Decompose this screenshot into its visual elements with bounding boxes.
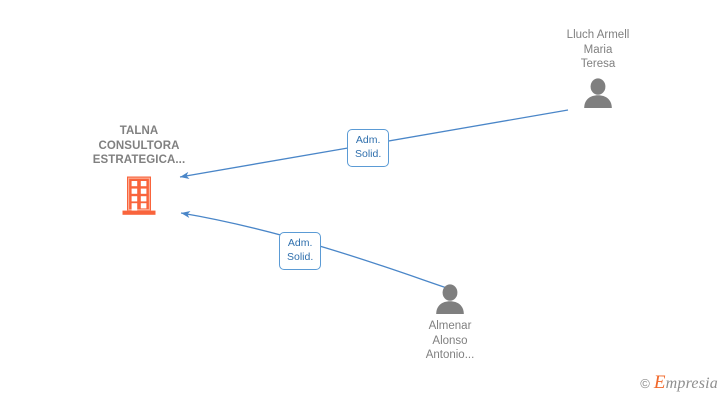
company-name-label: TALNA CONSULTORA ESTRATEGICA... [92, 125, 186, 166]
watermark: © Empresia [640, 372, 718, 394]
edge-label-top[interactable]: Adm. Solid. [347, 129, 390, 167]
person-node-bottom[interactable]: Almenar Alonso Antonio... [390, 284, 510, 363]
person-icon [436, 284, 464, 314]
building-icon [122, 176, 156, 215]
copyright-icon: © [640, 375, 650, 391]
company-icon-wrap [78, 176, 200, 216]
edge-label-bottom[interactable]: Adm. Solid. [279, 232, 322, 270]
edge-line-bottom [180, 210, 451, 290]
person-icon [584, 77, 612, 108]
brand-rest: mpresia [665, 375, 718, 392]
brand-name: Empresia [654, 372, 718, 394]
person-icon-wrap-bottom [390, 284, 510, 314]
person-node-top[interactable]: Lluch Armell Maria Teresa [538, 28, 658, 108]
person-name-label-bottom: Almenar Alonso Antonio... [425, 320, 475, 361]
person-icon-wrap-top [538, 77, 658, 108]
person-name-label-top: Lluch Armell Maria Teresa [566, 29, 630, 70]
brand-initial: E [653, 372, 666, 393]
company-node[interactable]: TALNA CONSULTORA ESTRATEGICA... [78, 124, 200, 216]
